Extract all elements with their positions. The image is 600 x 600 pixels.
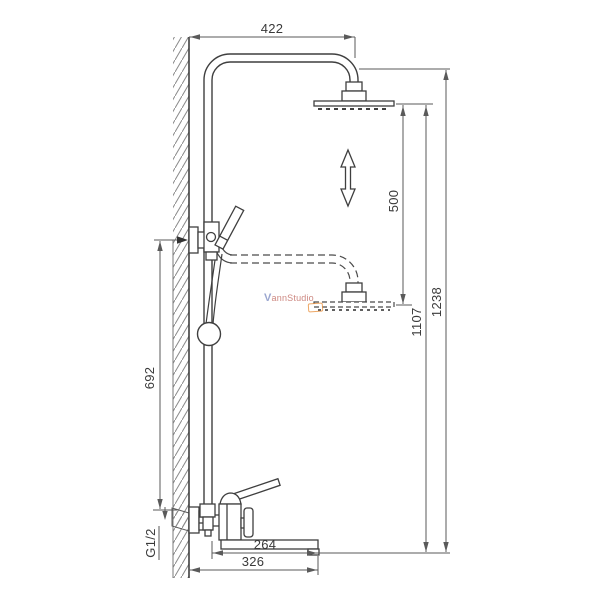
handle-grip-line — [219, 235, 229, 241]
wall-bracket-plate — [188, 226, 199, 254]
dim-total-height: 1238 — [429, 70, 449, 552]
hand-shower-handle — [214, 205, 245, 250]
hand-shower-hose — [205, 252, 223, 325]
head-nut — [345, 81, 363, 92]
dim-label-1238: 1238 — [429, 287, 444, 317]
dim-holder-height: 692 — [142, 236, 188, 511]
dashed-arm-inner — [230, 262, 351, 283]
head-collar — [341, 90, 367, 102]
wall-section — [172, 37, 190, 578]
dim-spout-overall: 326 — [189, 554, 318, 573]
dim-inlet-thread: G1/2 — [143, 507, 168, 560]
mixer-body — [218, 503, 242, 541]
dim-lower-head-height: 1107 — [409, 105, 429, 552]
pipe-inner-line — [211, 61, 351, 506]
dim-spout-reach: 264 — [211, 537, 319, 575]
lower-head-plate-dashed — [313, 301, 395, 308]
dim-label-422: 422 — [261, 21, 284, 36]
riser-pipe-and-shower-arm — [203, 53, 359, 506]
wall-hatching — [173, 37, 189, 578]
overhead-shower-head — [313, 81, 395, 110]
dim-label-326: 326 — [242, 554, 265, 569]
slider-foot — [205, 251, 218, 261]
hose-ball — [196, 321, 222, 347]
lower-head-collar — [341, 291, 367, 303]
slide-holder-and-hand-shower — [188, 205, 245, 261]
dim-label-264: 264 — [254, 537, 277, 552]
hose-line-right — [212, 253, 223, 325]
dimension-annotations: 422 500 1107 1238 — [142, 21, 449, 575]
lower-head-nut — [345, 282, 363, 293]
dim-label-692: 692 — [142, 367, 157, 390]
mixer-valve — [199, 477, 320, 556]
inlet-flange — [188, 506, 200, 534]
dim-label-1107: 1107 — [409, 307, 424, 336]
dashed-arm-outer — [230, 254, 359, 283]
height-adjust-arrow-icon — [340, 148, 356, 208]
bath-spout — [220, 539, 319, 550]
diverter-knob — [243, 507, 254, 538]
pipe-union-fitting — [199, 503, 216, 518]
hose-outlet-fitting — [202, 516, 214, 531]
holder-knob — [205, 231, 217, 243]
outlet-nub — [204, 529, 212, 537]
pipe-outer-line — [203, 53, 359, 506]
dim-arm-width: 422 — [189, 21, 356, 58]
lever-dome — [219, 492, 242, 505]
lower-shower-position-dashed — [214, 244, 395, 311]
head-plate — [313, 100, 395, 107]
dim-label-g12: G1/2 — [143, 528, 158, 557]
reference-lines — [212, 68, 450, 554]
dim-label-500: 500 — [386, 190, 401, 213]
dim-height-adjustment: 500 — [386, 105, 406, 304]
